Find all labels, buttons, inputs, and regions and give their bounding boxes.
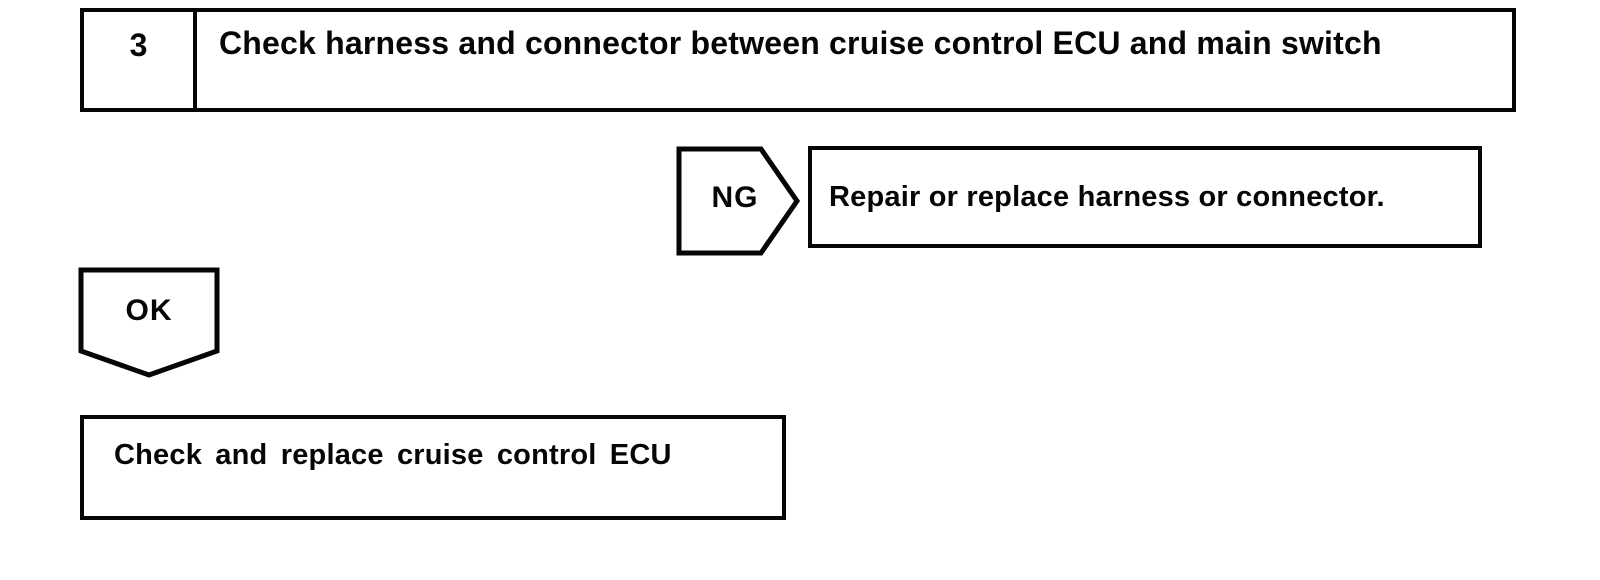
step-title: Check harness and connector between crui… (219, 25, 1382, 61)
ok-connector-label: OK (125, 294, 173, 327)
ng-connector-shape (676, 146, 801, 256)
ng-connector-label: NG (711, 181, 759, 214)
ok-connector-shape (78, 267, 220, 378)
step-number: 3 (129, 27, 148, 63)
ng-connector: NG (675, 145, 801, 257)
ok-connector: OK (77, 266, 221, 380)
ng-action-text: Repair or replace harness or connector. (829, 180, 1385, 213)
step-header-box: 3 Check harness and connector between cr… (80, 8, 1516, 112)
ok-action-text: Check and replace cruise control ECU (114, 439, 672, 471)
ng-action-box: Repair or replace harness or connector. (808, 146, 1482, 248)
step-number-cell: 3 (84, 12, 197, 108)
ok-action-box: Check and replace cruise control ECU (80, 415, 786, 520)
